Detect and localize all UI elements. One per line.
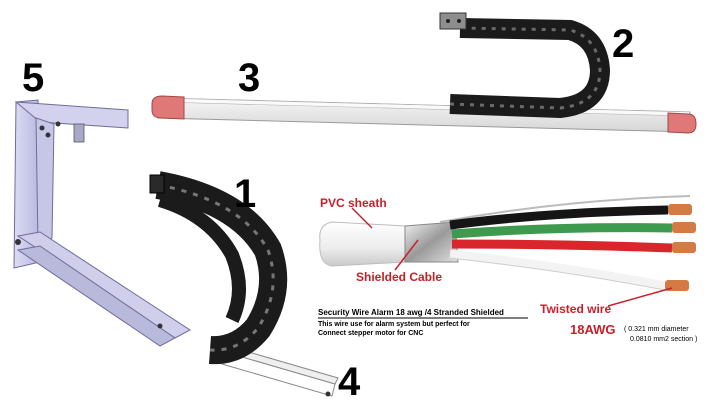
rail-end-cap-right: [667, 112, 697, 134]
pvc-sheath-leader: [351, 207, 373, 229]
wire-title: Security Wire Alarm 18 awg /4 Stranded S…: [318, 308, 504, 317]
rail-end-cap-left: [151, 95, 185, 120]
part-number-2: 2: [612, 22, 635, 66]
label-pvc-sheath: PVC sheath: [320, 196, 387, 210]
foil-shield: [404, 221, 459, 263]
chain-2-end-bracket: [439, 12, 467, 30]
cable-chain-2: [439, 12, 611, 119]
pvc-sheath: [319, 221, 406, 267]
chain-1-end-bracket: [149, 174, 165, 194]
part-number-1: 1: [234, 172, 257, 216]
wire-description-line-2: Connect stepper motor for CNC: [318, 330, 424, 337]
shielded-wire-illustration: [318, 195, 696, 319]
label-shielded-cable: Shielded Cable: [356, 270, 443, 284]
part-number-3: 3: [238, 56, 261, 100]
part-number-5: 5: [22, 56, 45, 100]
part-number-4: 4: [338, 360, 361, 404]
copper-end-green: [672, 222, 696, 233]
wire-description-line-1: This wire use for alarm system but perfe…: [318, 321, 470, 328]
twisted-wire-leader: [607, 287, 673, 307]
frame-5: [13, 99, 191, 347]
cable-chain-1: [149, 171, 288, 365]
rail-3: [151, 95, 697, 134]
spec-section: 0.0810 mm2 section ): [630, 336, 698, 343]
shielded-cable-leader: [394, 239, 419, 271]
label-gauge: 18AWG: [570, 322, 616, 337]
copper-end-black: [668, 204, 692, 215]
label-twisted-wire: Twisted wire: [540, 302, 612, 316]
spec-diameter: ( 0.321 mm diameter: [624, 326, 689, 333]
copper-end-red: [672, 242, 696, 253]
